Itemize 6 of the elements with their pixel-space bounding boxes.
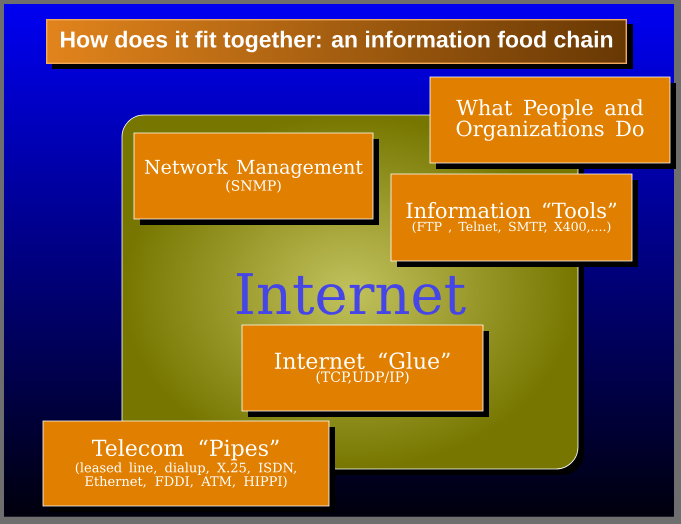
layer-box: Network Management (SNMP) xyxy=(134,132,379,225)
layer-box: Information “Tools” (FTP , Telnet, SMTP, X400,....) xyxy=(390,174,638,267)
layer-box: Internet “Glue” (TCP,UDP/IP) xyxy=(242,324,489,417)
layer-box: What People and Organizations Do xyxy=(430,76,676,169)
title-banner: How does it fit together: an information food chain xyxy=(46,19,633,69)
layer-box: Telecom “Pipes” (leased line, dialup, X.25, ISDN, Ethernet, FDDI, ATM, HIPPI) xyxy=(42,420,335,512)
